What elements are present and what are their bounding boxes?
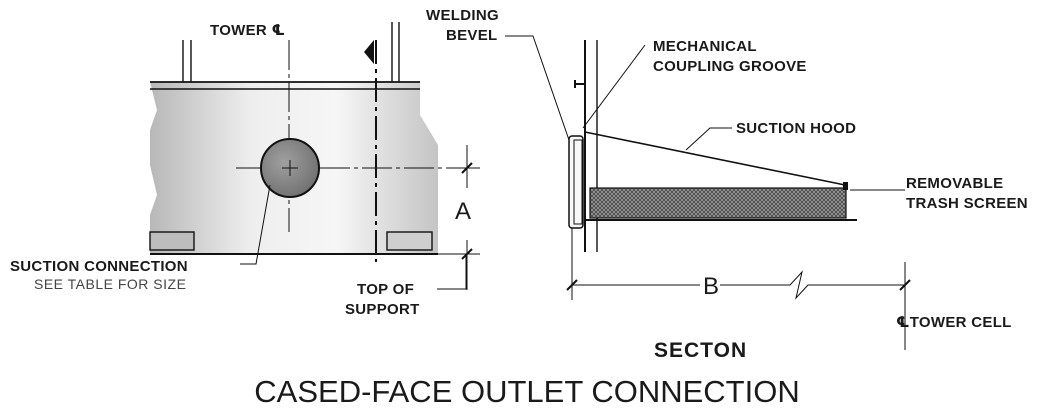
top-of-support-label: TOP OF: [357, 281, 414, 298]
screen-clip: [843, 182, 848, 190]
suction-hood-leader: [685, 127, 732, 151]
dimension-b-label: B: [703, 273, 719, 300]
trash-screen-label: REMOVABLE: [906, 175, 1003, 192]
welding-bevel-label: BEVEL: [446, 27, 498, 44]
plan-view: A TOWER ℄ SUCTION CONNECTION SEE TABLE F…: [10, 22, 480, 318]
coupling-stub: [568, 135, 584, 229]
dim-b-break-line: [720, 270, 905, 300]
tower-cell-label: ℄TOWER CELL: [896, 314, 1012, 331]
coupling-groove-label: COUPLING GROOVE: [653, 58, 807, 75]
suction-connection-label: SUCTION CONNECTION: [10, 258, 188, 275]
dimension-a-label: A: [455, 198, 471, 225]
coupling-groove-label: MECHANICAL: [653, 38, 757, 55]
right-slot: [386, 231, 433, 251]
dim-a-tick: [461, 162, 473, 174]
suction-connection-note: SEE TABLE FOR SIZE: [34, 276, 186, 292]
welding-bevel-label: WELDING: [426, 7, 499, 24]
top-of-support-label: SUPPORT: [345, 301, 420, 318]
welding-bevel-leader: [505, 35, 570, 141]
suction-connection-leader: [240, 184, 271, 265]
trash-screen-label: TRASH SCREEN: [906, 195, 1028, 212]
top-of-support-leader: [437, 255, 467, 290]
trash-screen: [589, 187, 847, 219]
left-slot: [149, 231, 195, 251]
dim-b-tick: [566, 279, 578, 291]
suction-hood-label: SUCTION HOOD: [736, 120, 856, 137]
dim-a-tick: [461, 248, 473, 260]
coupling-groove: [573, 139, 583, 225]
tower-centerline-label: TOWER ℄: [210, 22, 285, 39]
dim-b-tick: [899, 279, 911, 291]
suction-hood-line: [584, 131, 846, 186]
section-arrow-icon: [364, 40, 374, 64]
coupling-groove-leader: [582, 44, 646, 129]
drawing-caption: CASED-FACE OUTLET CONNECTION: [254, 374, 799, 409]
section-title: SECTON: [654, 339, 747, 362]
section-view: B WELDING BEVEL MECHANICAL COUPLING GROO…: [426, 7, 1028, 362]
